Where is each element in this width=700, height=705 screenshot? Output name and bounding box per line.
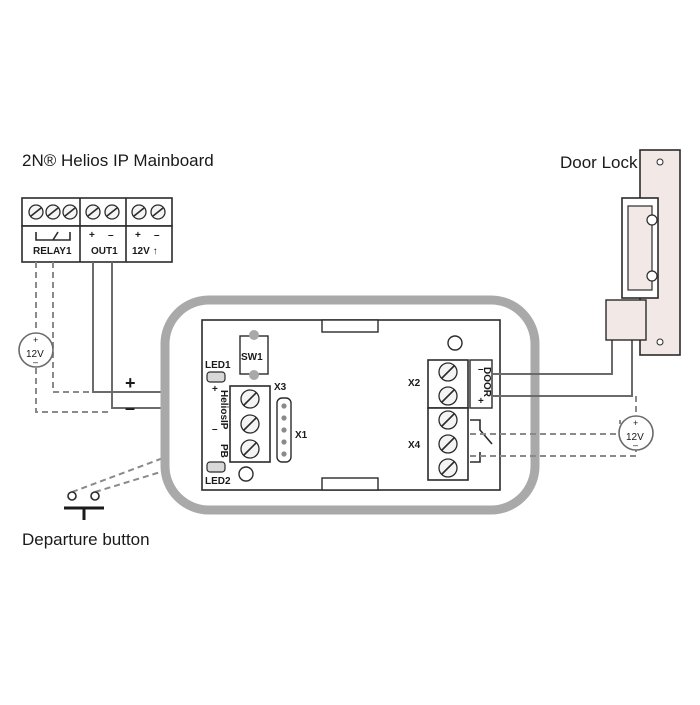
door-label: DOOR [481, 367, 492, 398]
out1-plus: + [89, 230, 95, 241]
mainboard-label: 2N® Helios IP Mainboard [22, 151, 214, 170]
door-lock-label: Door Lock [560, 153, 638, 172]
door-lock-device [605, 149, 681, 356]
power-supply-right: + 12V – [618, 415, 654, 451]
x1-label: X1 [295, 430, 308, 441]
led1-label: LED1 [205, 360, 231, 371]
wire-plus-sign: + [125, 373, 136, 393]
out1-minus: – [108, 230, 114, 241]
v12-minus: – [154, 230, 160, 241]
x4-label: X4 [408, 440, 421, 451]
relay1-label: RELAY1 [33, 246, 72, 257]
v12-label: 12V ↑ [132, 246, 158, 257]
svg-text:–: – [478, 364, 484, 375]
out1-label: OUT1 [91, 246, 118, 257]
wire-door-minus [492, 340, 613, 375]
lock-module: SW1 LED1 LED2 X3 HeliosIP PB + – X1 [160, 295, 540, 515]
wire-relay-b [35, 368, 112, 413]
v12-plus: + [135, 230, 141, 241]
x2-label: X2 [408, 378, 421, 389]
pb-label: PB [218, 444, 229, 458]
power-left-label: 12V [26, 349, 44, 360]
power-supply-left: + 12V – [18, 332, 54, 368]
wire-door-plus [492, 340, 633, 397]
terminal-screws [28, 204, 166, 220]
wire-x4-b [470, 450, 637, 457]
svg-text:–: – [33, 357, 38, 367]
x3-label: X3 [274, 382, 287, 393]
svg-text:–: – [212, 424, 218, 435]
departure-button-label: Departure button [22, 530, 150, 549]
svg-text:–: – [633, 440, 638, 450]
svg-text:+: + [478, 396, 484, 407]
svg-text:+: + [33, 335, 38, 345]
svg-text:+: + [633, 418, 638, 428]
wire-relay-a [52, 262, 93, 393]
heliosip-label: HeliosIP [218, 390, 229, 430]
power-right-label: 12V [626, 432, 644, 443]
mainboard-terminal-block: RELAY1 + – OUT1 + – 12V ↑ [21, 197, 173, 263]
sw1-label: SW1 [241, 352, 263, 363]
led2-label: LED2 [205, 476, 231, 487]
led2 [206, 461, 226, 473]
led1 [206, 371, 226, 383]
wire-minus-sign: – [125, 398, 135, 418]
relay-contact-symbol [35, 231, 71, 241]
svg-text:+: + [212, 384, 218, 395]
